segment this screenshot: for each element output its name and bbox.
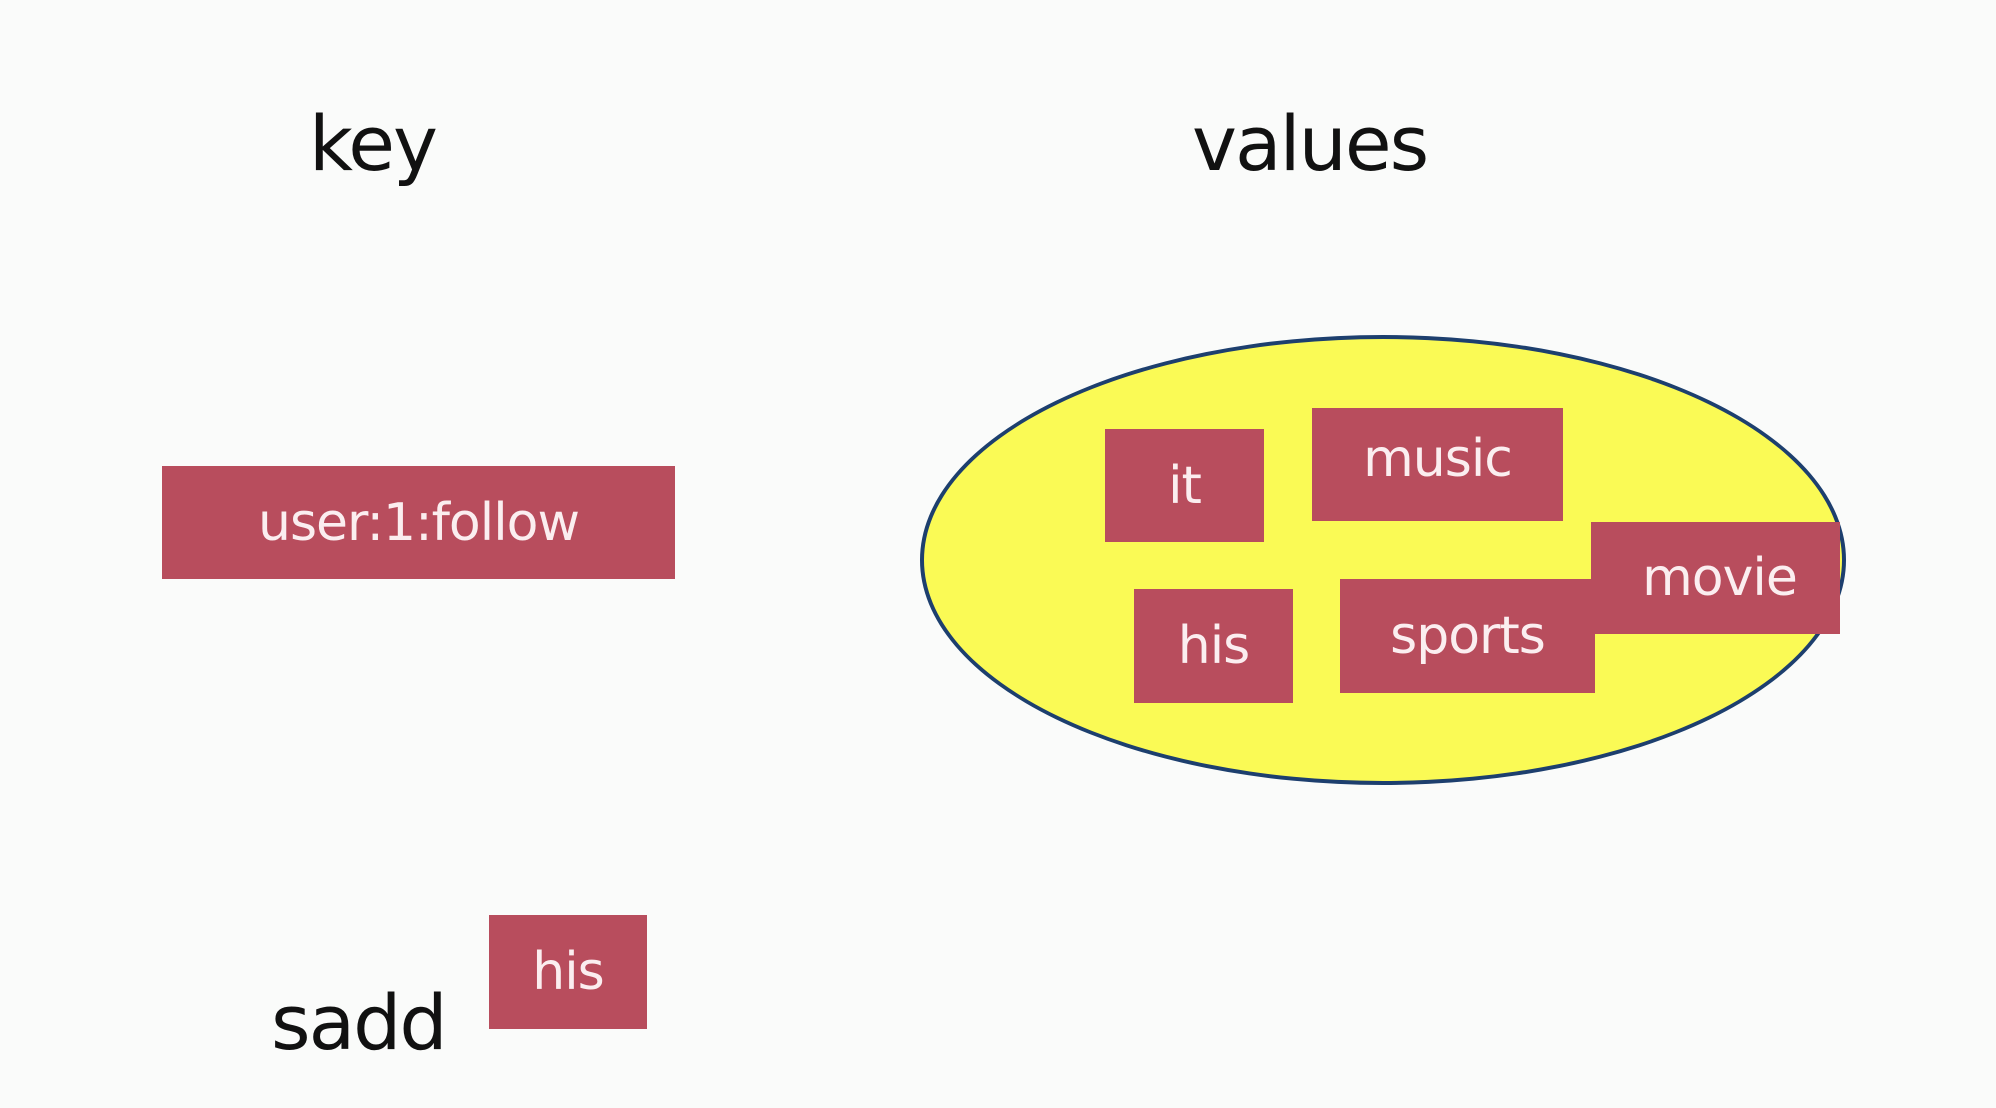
- sadd-argument-box: his: [489, 915, 647, 1029]
- set-member-his: his: [1134, 589, 1293, 703]
- sadd-command-label: sadd: [271, 978, 448, 1067]
- set-member-it: it: [1105, 429, 1264, 542]
- sadd-argument-label: his: [532, 942, 604, 1002]
- set-member-music: music: [1312, 408, 1563, 521]
- set-member-label: his: [1177, 616, 1250, 676]
- key-box: user:1:follow: [162, 466, 675, 579]
- set-member-sports: sports: [1340, 579, 1595, 693]
- key-box-label: user:1:follow: [258, 492, 580, 553]
- key-heading: key: [309, 99, 438, 188]
- set-member-label: sports: [1390, 606, 1546, 666]
- set-member-label: movie: [1642, 548, 1798, 608]
- set-member-movie: movie: [1591, 522, 1840, 634]
- set-member-label: music: [1363, 428, 1513, 489]
- values-heading: values: [1192, 99, 1429, 188]
- set-member-label: it: [1168, 455, 1202, 516]
